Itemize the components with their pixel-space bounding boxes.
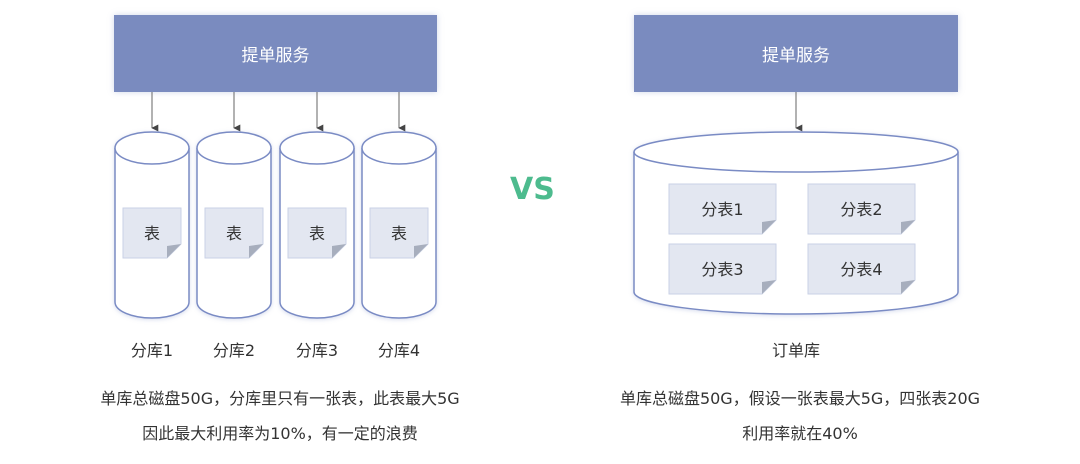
db-label-3: 分库3 <box>295 341 339 360</box>
right-service-box: 提单服务 <box>634 15 958 92</box>
shard-table-4-label: 表 <box>391 224 407 243</box>
left-service-box: 提单服务 <box>114 15 437 92</box>
left-arrows <box>151 92 406 132</box>
shard-table-2: 表 <box>204 207 264 259</box>
split-table-2-label: 分表2 <box>840 200 882 219</box>
shard-table-3: 表 <box>287 207 347 259</box>
right-note-line-1: 单库总磁盘50G，假设一张表最大5G，四张表20G <box>619 389 981 408</box>
split-table-2: 分表2 <box>807 183 916 235</box>
split-table-4: 分表4 <box>807 243 916 295</box>
shard-table-3-label: 表 <box>309 224 325 243</box>
left-note-line-1: 单库总磁盘50G，分库里只有一张表，此表最大5G <box>100 389 460 408</box>
db-label-1: 分库1 <box>130 341 174 360</box>
shard-table-2-label: 表 <box>226 224 242 243</box>
right-service-label: 提单服务 <box>762 46 830 66</box>
vs-label: VS <box>510 172 555 207</box>
split-table-3-label: 分表3 <box>701 260 743 279</box>
split-table-4-label: 分表4 <box>840 260 882 279</box>
order-db-label: 订单库 <box>771 341 820 360</box>
left-service-label: 提单服务 <box>241 46 310 66</box>
right-note-line-2: 利用率就在40% <box>742 424 858 443</box>
split-table-1-label: 分表1 <box>701 200 743 219</box>
db-label-2: 分库2 <box>212 341 256 360</box>
shard-table-4: 表 <box>369 207 429 259</box>
split-table-3: 分表3 <box>668 243 777 295</box>
split-table-1: 分表1 <box>668 183 777 235</box>
shard-table-1-label: 表 <box>144 224 160 243</box>
left-note-line-2: 因此最大利用率为10%，有一定的浪费 <box>142 424 418 443</box>
shard-table-1: 表 <box>122 207 182 259</box>
db-label-4: 分库4 <box>377 341 421 360</box>
